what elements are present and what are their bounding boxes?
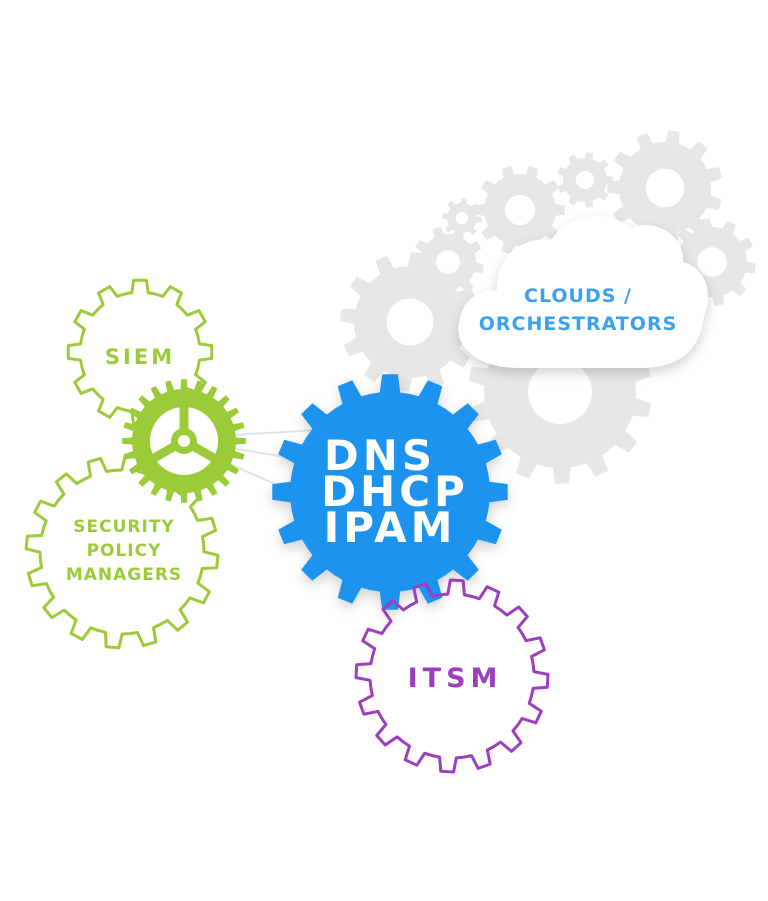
- cloud-label-line-2: ORCHESTRATORS: [479, 313, 678, 335]
- siem-label: SIEM: [105, 345, 175, 369]
- background-gear-hole: [455, 211, 469, 225]
- background-gear-hole: [386, 298, 434, 346]
- security-label-line-3: MANAGERS: [66, 565, 182, 585]
- core-label-ipam: IPAM: [324, 503, 457, 552]
- core-gear: [272, 374, 508, 610]
- background-gear-hole: [575, 170, 595, 190]
- background-gear-hole: [645, 168, 685, 208]
- core-label-dns: DNS: [324, 431, 436, 480]
- security-label-line-2: POLICY: [87, 541, 162, 561]
- background-gear-hole: [697, 247, 727, 277]
- core-label-dhcp: DHCP: [321, 467, 469, 516]
- itsm-gear: [354, 578, 550, 774]
- background-gear-hole: [436, 250, 460, 274]
- security-label-line-1: SECURITY: [73, 517, 174, 537]
- cloud-shape: [458, 216, 709, 368]
- background-gear-hole: [504, 194, 536, 226]
- background-gears: [340, 130, 756, 484]
- itsm-label: ITSM: [408, 663, 503, 694]
- cloud-label-line-1: CLOUDS /: [524, 285, 632, 307]
- connector-gear-icon: [122, 379, 246, 503]
- background-gear-hole: [528, 360, 592, 424]
